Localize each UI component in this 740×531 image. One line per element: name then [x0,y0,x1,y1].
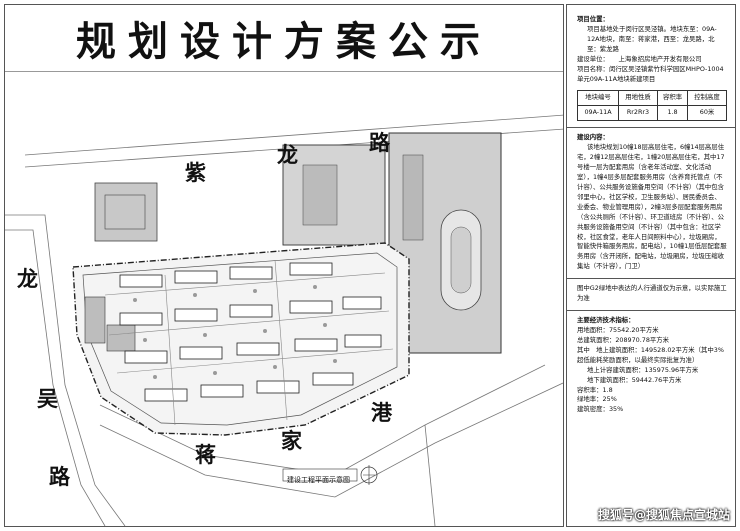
table-header: 容积率 [656,90,689,107]
table-cell: 1.8 [656,105,689,122]
econ-item: 用地面积：75542.20平方米 [577,325,659,334]
divider [567,127,735,129]
site-plan-drawing [5,114,563,526]
road-label-north-3: 路 [369,130,390,155]
table-row: 09A-11A Rr2Rr3 1.8 60米 [576,105,727,122]
table-header: 控制高度 [687,90,727,107]
content-text: 该地块规划10幢18层高层住宅，6幢14层高层住宅，2幢12层高层住宅，1幢20… [577,143,727,271]
econ-item: 地上计容建筑面积：135975.96平方米 [587,365,699,374]
content-heading: 建设内容： [577,133,609,142]
project-location-heading: 项目位置： [577,15,609,23]
table-cell: 60米 [687,105,727,122]
watermark: 搜狐号@搜狐焦点宣城站 [597,508,730,522]
project-name-text: 项目名称：闵行区吴泾镇紫竹科学园区MHPO-1004单元09A-11A地块新建项… [577,64,724,83]
road-label-west-3: 路 [49,464,70,489]
table-header: 用地性质 [618,90,658,107]
econ-item: 绿地率：25% [577,395,617,404]
table-cell: Rr2Rr3 [618,105,658,122]
builder-text: 建设单位： 上海象招房地产开发有限公司 [577,54,702,63]
plan-caption: 建设工程平面示意图 [287,476,350,484]
table-header: 地块编号 [576,90,620,107]
divider [567,310,735,312]
table-cell: 09A-11A [576,105,620,122]
info-panel: 项目位置： 项目基地处于闵行区吴泾镇。地块东至：09A-12A地块，南至：蒋家港… [566,4,736,527]
site-plan-area: 规划设计方案公示 [4,4,564,527]
econ-heading: 主要经济技术指标： [577,316,635,325]
land-control-table: 地块编号 用地性质 容积率 控制高度 09A-11A Rr2Rr3 1.8 60… [576,90,727,122]
road-label-south-3: 港 [371,400,392,425]
econ-item: 建筑密度：35% [577,405,624,414]
road-label-west-1: 龙 [17,266,38,291]
road-label-north-1: 紫 [185,160,206,185]
road-label-north-2: 龙 [277,142,298,167]
note-text: 图中G2绿地中表达的人行通道仅为示意，以实际施工为准 [577,284,727,303]
title-banner: 规划设计方案公示 [5,5,563,72]
road-label-south-1: 蒋 [195,442,216,467]
econ-item: 总建筑面积：208970.78平方米 [577,335,670,344]
divider [567,278,735,280]
road-label-south-2: 家 [281,428,302,453]
econ-item: 容积率：1.8 [577,385,613,394]
econ-item: 地下建筑面积：59442.76平方米 [587,375,682,384]
econ-item: 其中 地上建筑面积：149528.02平方米（其中3%超低能耗奖励面积，以最终实… [577,345,724,364]
project-location-text: 项目基地处于闵行区吴泾镇。地块东至：09A-12A地块，南至：蒋家港，西至：龙吴… [587,24,717,53]
page-title: 规划设计方案公示 [76,18,492,65]
road-label-west-2: 吴 [37,386,58,411]
